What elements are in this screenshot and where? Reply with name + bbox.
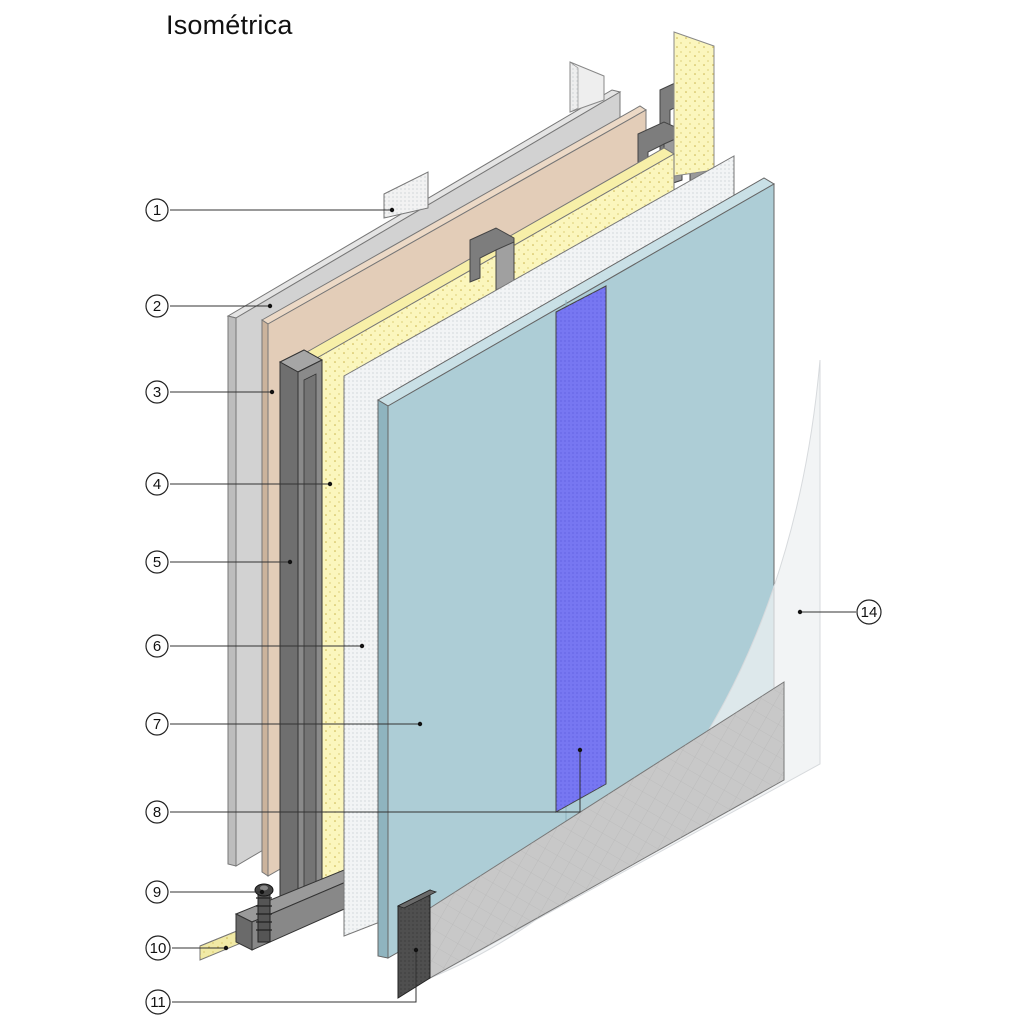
- callout-14-label: 14: [861, 604, 878, 621]
- callout-9: 9: [145, 880, 169, 904]
- callout-8-label: 8: [153, 804, 161, 821]
- callout-3: 3: [145, 380, 169, 404]
- callout-10-label: 10: [150, 940, 167, 957]
- callout-9-label: 9: [153, 884, 161, 901]
- callout-7-label: 7: [153, 716, 161, 733]
- callout-10: 10: [145, 935, 171, 961]
- front-metal-stud: [234, 349, 362, 951]
- callout-1-label: 1: [153, 202, 161, 219]
- callout-1: 1: [145, 198, 169, 222]
- callout-5-label: 5: [153, 554, 161, 571]
- base-mesh-plinth: [396, 681, 785, 999]
- callout-11-label: 11: [150, 994, 166, 1011]
- anchor-bolt: [254, 883, 274, 943]
- joint-tape: [555, 285, 607, 813]
- page-title: Isométrica: [166, 10, 293, 40]
- callout-6: 6: [145, 634, 169, 658]
- callout-4: 4: [145, 472, 169, 496]
- callout-2: 2: [145, 294, 169, 318]
- leader-lines: [170, 207, 856, 1003]
- callout-2-label: 2: [153, 298, 161, 315]
- callout-3-label: 3: [153, 384, 161, 401]
- callout-5: 5: [145, 550, 169, 574]
- callout-11: 11: [145, 989, 171, 1015]
- callout-6-label: 6: [153, 638, 161, 655]
- callout-7: 7: [145, 712, 169, 736]
- callout-4-label: 4: [153, 476, 161, 493]
- callout-8: 8: [145, 800, 169, 824]
- middle-metal-stud: [469, 227, 515, 291]
- callout-14: 14: [856, 599, 882, 625]
